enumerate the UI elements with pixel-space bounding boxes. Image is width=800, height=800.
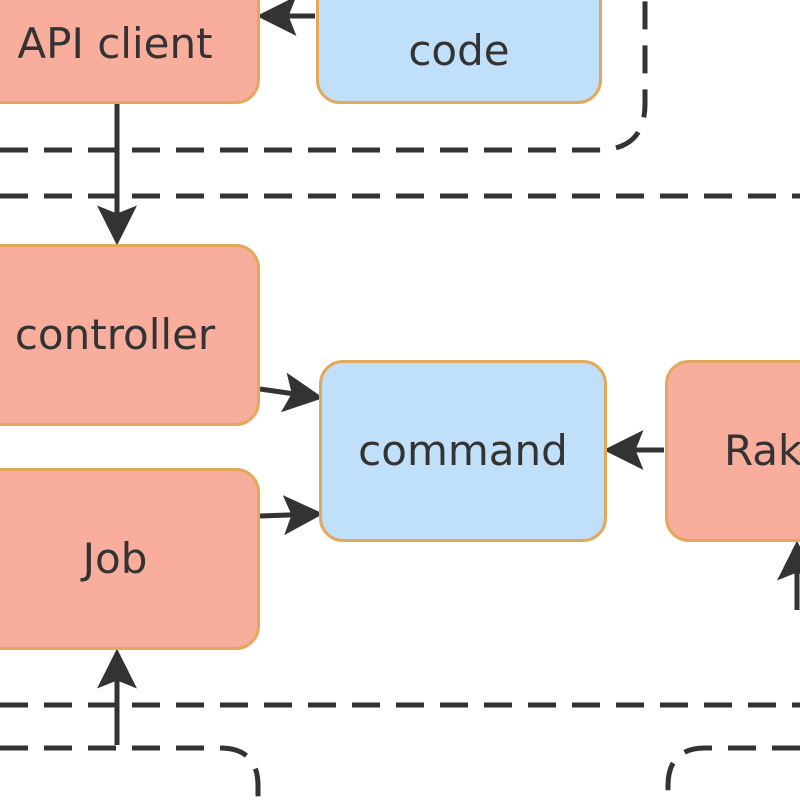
node-rake[interactable]: Rak [665, 360, 800, 542]
group-boundary-top [0, 0, 648, 153]
edge-controller-to-command [259, 372, 324, 413]
group-boundary-bottom-left [0, 745, 261, 800]
node-controller-label: controller [14, 310, 216, 360]
node-job-label: Job [82, 534, 148, 584]
node-rake-label: Rak [724, 426, 800, 476]
group-boundary-bottom-right [665, 745, 800, 800]
node-command-label: command [358, 426, 568, 476]
node-command[interactable]: command [319, 360, 607, 542]
edge-job-to-command [259, 495, 324, 536]
node-api-client[interactable]: API client [0, 0, 260, 104]
node-controller[interactable]: controller [0, 244, 260, 426]
node-app-code-label: code [408, 26, 510, 75]
node-app-code[interactable]: code [316, 0, 602, 104]
node-job[interactable]: Job [0, 468, 260, 650]
node-api-client-label: API client [17, 19, 213, 68]
